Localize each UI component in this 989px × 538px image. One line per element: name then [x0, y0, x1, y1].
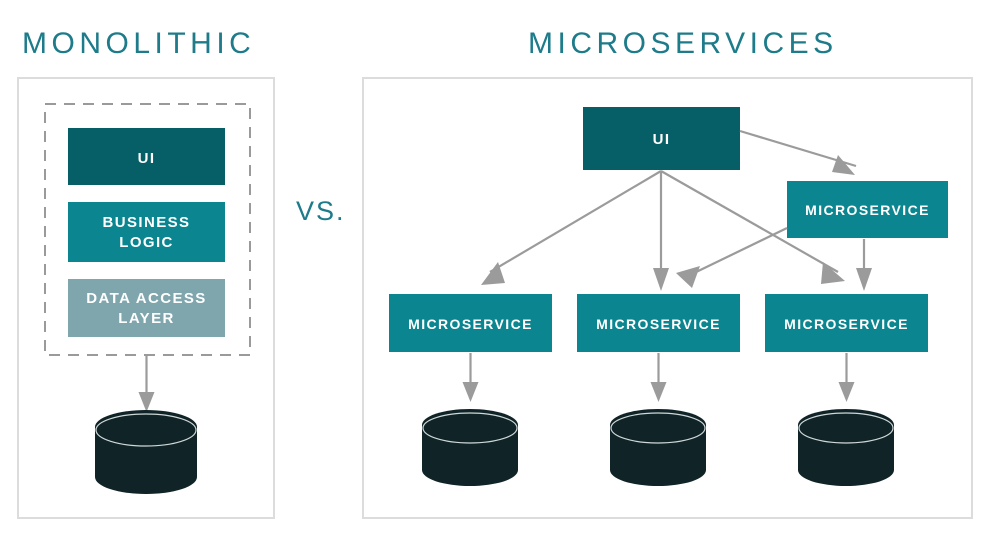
monolith-box-data-access-layer-rect — [68, 279, 225, 337]
database-3-rim — [798, 412, 894, 444]
right-panel-title: MICROSERVICES — [528, 27, 838, 60]
database-2[interactable] — [610, 409, 706, 486]
arrow-microservice-2-to-database-2 — [650, 353, 667, 402]
monolith-database-top — [95, 410, 197, 444]
monolith-box-data-access-layer-line1: DATA ACCESS — [86, 290, 206, 307]
database-3-top — [798, 409, 894, 441]
microservice-box-2-label: MICROSERVICE — [596, 316, 721, 332]
monolith-box-ui[interactable]: UI — [68, 128, 225, 185]
database-1-top — [422, 409, 518, 441]
monolith-box-business-logic-rect — [68, 202, 225, 262]
monolith-box-ui-rect — [68, 128, 225, 185]
microservice-box-1-label: MICROSERVICE — [408, 316, 533, 332]
arrow-microservice-1-to-database-1 — [462, 353, 479, 402]
monolith-box-business-logic[interactable]: BUSINESS LOGIC — [68, 202, 225, 262]
microservice-box-3[interactable]: MICROSERVICE — [765, 294, 928, 352]
microservice-box-2[interactable]: MICROSERVICE — [577, 294, 740, 352]
database-1-body — [422, 425, 518, 486]
monolith-box-business-logic-line1: BUSINESS — [103, 214, 191, 231]
database-1[interactable] — [422, 409, 518, 486]
microservices-box-ui-label: UI — [653, 131, 671, 148]
monolith-box-data-access-layer-line2: LAYER — [118, 310, 174, 327]
arrow-side-microservice-to-microservice-2 — [676, 227, 788, 288]
microservice-box-1-rect — [389, 294, 552, 352]
monolith-box-business-logic-line2: LOGIC — [119, 234, 174, 251]
arrow-monolith-to-database — [138, 356, 155, 412]
database-2-rim — [610, 412, 706, 444]
microservice-box-3-rect — [765, 294, 928, 352]
arrow-microservice-3-to-database-3 — [838, 353, 855, 402]
left-panel-frame — [17, 77, 275, 519]
arrow-ui-to-microservice-1 — [481, 170, 662, 285]
database-2-body — [610, 425, 706, 486]
database-2-top — [610, 409, 706, 441]
microservice-box-side[interactable]: MICROSERVICE — [787, 181, 948, 238]
microservices-box-ui[interactable]: UI — [583, 107, 740, 170]
arrow-ui-to-side-microservice — [739, 129, 857, 175]
monolith-box-data-access-layer[interactable]: DATA ACCESS LAYER — [68, 279, 225, 337]
database-3[interactable] — [798, 409, 894, 486]
monolith-box-ui-label: UI — [138, 150, 156, 167]
arrow-ui-to-microservice-2 — [653, 171, 669, 291]
database-1-rim — [422, 412, 518, 444]
microservices-box-ui-rect — [583, 107, 740, 170]
left-panel-title: MONOLITHIC — [22, 27, 255, 60]
database-3-body — [798, 425, 894, 486]
monolith-dashed-container — [44, 103, 251, 356]
microservice-box-side-label: MICROSERVICE — [805, 202, 930, 218]
microservice-box-3-label: MICROSERVICE — [784, 316, 909, 332]
arrow-side-microservice-to-microservice-3 — [856, 239, 872, 291]
versus-label: VS. — [296, 196, 346, 226]
monolith-database-rim — [95, 413, 197, 447]
microservice-box-side-rect — [787, 181, 948, 238]
right-panel-frame — [362, 77, 973, 519]
microservice-box-2-rect — [577, 294, 740, 352]
arrow-ui-to-microservice-3 — [660, 170, 845, 284]
microservice-box-1[interactable]: MICROSERVICE — [389, 294, 552, 352]
monolith-database[interactable] — [95, 410, 197, 494]
